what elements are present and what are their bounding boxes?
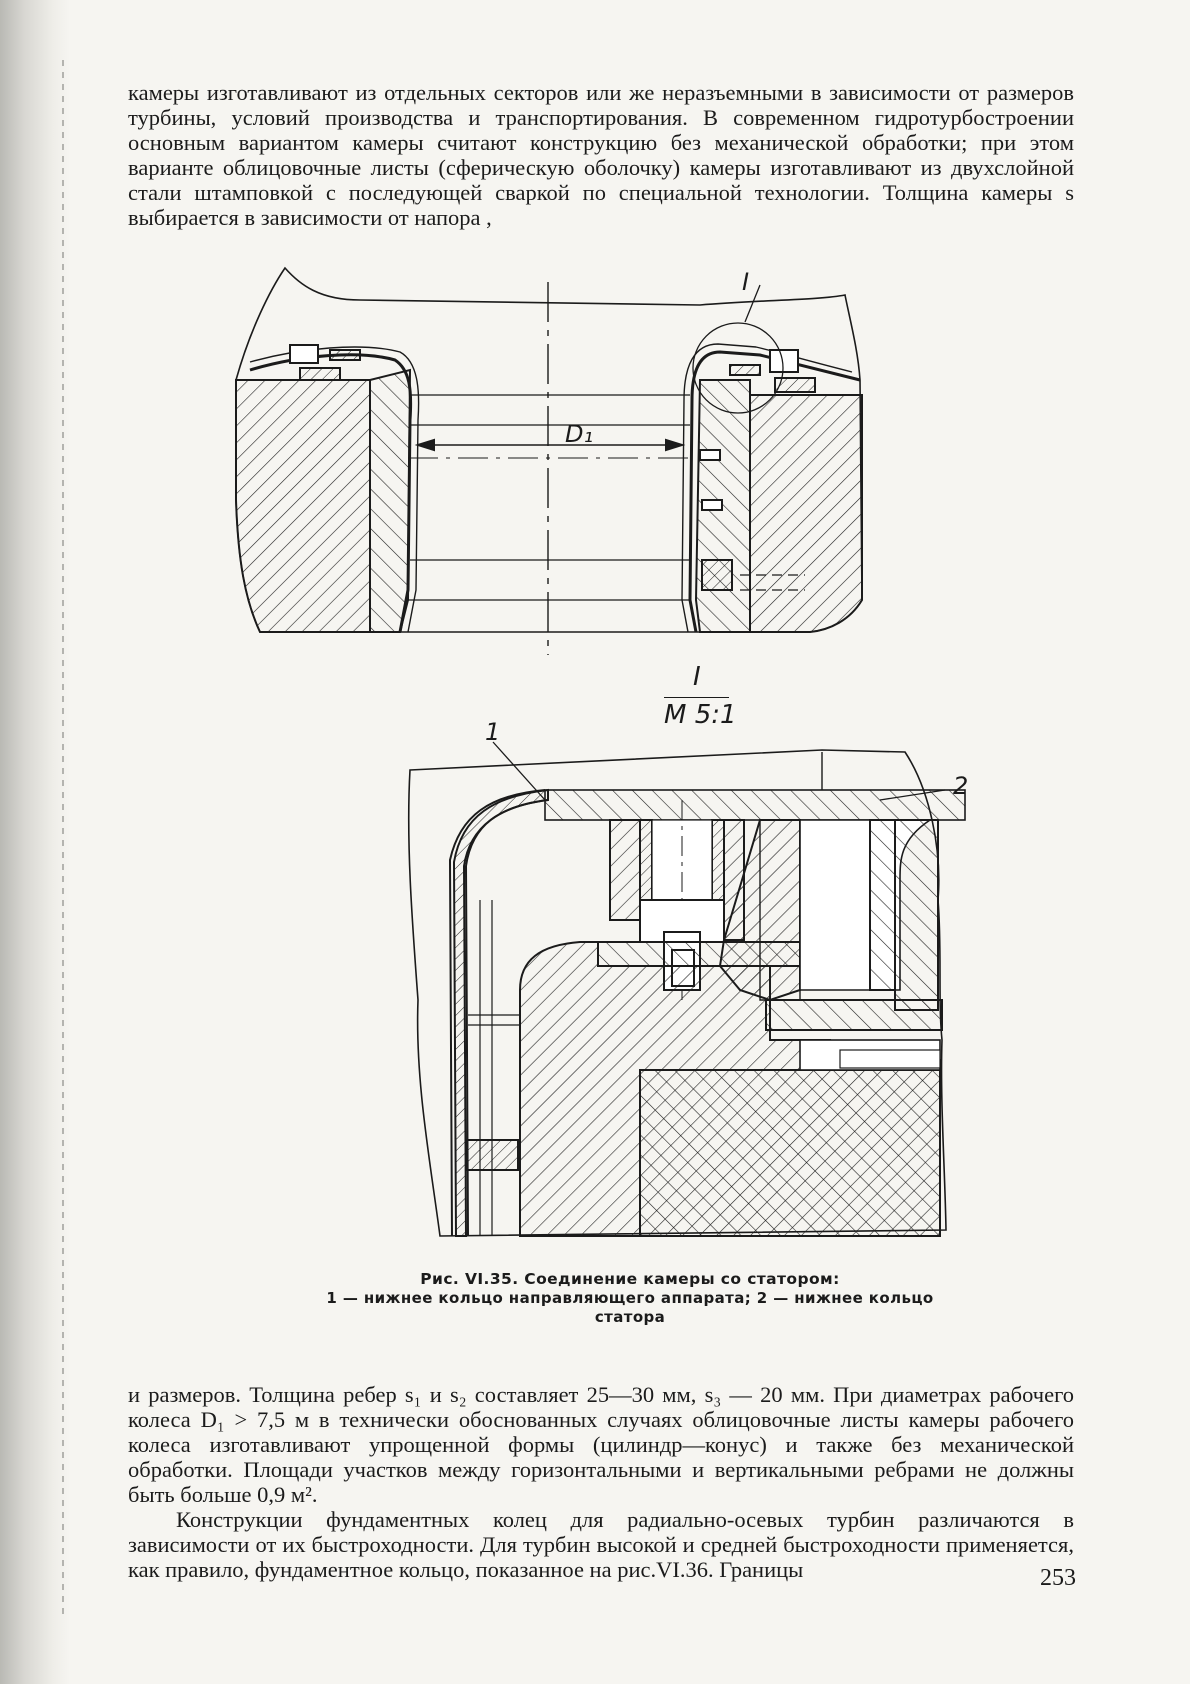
paragraph-bottom-1: и размеров. Толщина ребер s₁ и s₂ состав… bbox=[128, 1382, 1074, 1507]
scale-label: M 5:1 bbox=[664, 700, 737, 730]
callout-1: 1 bbox=[485, 718, 501, 746]
paragraph-top-1: камеры изготавливают из отдельных сектор… bbox=[128, 80, 1074, 230]
detail-mark-top: I bbox=[742, 268, 750, 296]
callout-2: 2 bbox=[953, 772, 969, 800]
top-view-drawing bbox=[235, 266, 863, 655]
paragraph-bottom-2: Конструкции фундаментных колец для радиа… bbox=[128, 1507, 1074, 1582]
page-number: 253 bbox=[1040, 1565, 1076, 1591]
figure-caption: Рис. VI.35. Соединение камеры со статоро… bbox=[300, 1270, 960, 1327]
scale-divider bbox=[664, 697, 729, 698]
scan-shadow-edge bbox=[0, 0, 70, 1684]
detail-mark: I bbox=[693, 662, 701, 692]
diameter-label: D₁ bbox=[565, 420, 594, 448]
detail-view-drawing bbox=[407, 741, 966, 1237]
text-bottom: и размеров. Толщина ребер s₁ и s₂ состав… bbox=[128, 1382, 1074, 1582]
text-top: камеры изготавливают из отдельных сектор… bbox=[128, 80, 1074, 230]
caption-title: Рис. VI.35. Соединение камеры со статоро… bbox=[420, 1270, 840, 1288]
caption-legend: 1 — нижнее кольцо направляющего аппарата… bbox=[326, 1289, 934, 1326]
